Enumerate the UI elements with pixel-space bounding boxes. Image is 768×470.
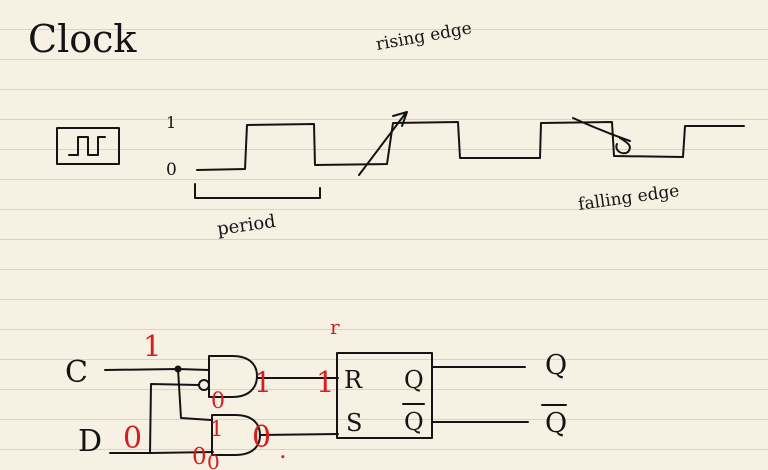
bottom-gate-output-wire (259, 433, 339, 436)
data-branch-wire (149, 451, 214, 454)
clock-junction-dot (174, 365, 182, 373)
latch-q-label: Q (404, 366, 424, 394)
rising-edge-arrow-line (358, 113, 406, 176)
clock-symbol (56, 127, 120, 165)
clock-input-wire (104, 368, 210, 371)
clock-input-label: C (65, 355, 88, 390)
reset-value-annotation: 1 (316, 365, 334, 399)
latch-labels: R S Q Q (344, 366, 424, 437)
red-dot-annotation: . (279, 436, 287, 464)
bottom-gate-data-annotation: 0 (192, 444, 207, 470)
data-input-wire (109, 383, 200, 454)
output-labels: Q Q (545, 350, 567, 439)
falling-edge-curl-icon (615, 137, 631, 155)
clock-levels: 1 0 (166, 113, 177, 180)
red-annotations: 1 0 0 1 1 r 0 1 0 0 . (123, 315, 340, 470)
top-gate-input-annotation: 0 (211, 389, 225, 414)
clock-labels: rising edge falling edge period (194, 18, 681, 240)
top-gate-output-annotation: 1 (254, 366, 272, 399)
set-label: S (346, 409, 362, 437)
bottom-gate-output-annotation: 0 (252, 420, 271, 455)
rising-edge-arrowhead-icon (392, 111, 408, 127)
data-value-annotation: 0 (123, 421, 142, 456)
output-q-label: Q (545, 350, 567, 381)
top-gate-inverter-bubble (198, 379, 210, 391)
clock-waveform (196, 111, 745, 176)
falling-edge-arrow-line (572, 117, 631, 142)
period-label: period (216, 211, 277, 240)
output-q-bar-label: Q (545, 408, 567, 439)
period-bracket (194, 183, 321, 199)
latch-q-bar-label: Q (404, 408, 424, 436)
clock-value-annotation: 1 (143, 329, 161, 363)
clock-waveform-line (196, 121, 745, 171)
reset-top-annotation: r (330, 315, 340, 339)
falling-edge-label: falling edge (577, 181, 681, 215)
rising-edge-label: rising edge (374, 18, 473, 55)
latch-inputs: C D (65, 355, 102, 459)
title-group: Clock (28, 17, 137, 61)
page-title: Clock (28, 17, 137, 61)
clock-branch-wire (177, 368, 212, 421)
data-input-label: D (78, 424, 102, 459)
clock-high-level: 1 (166, 113, 176, 132)
bottom-gate-output-annotation-under: 0 (207, 450, 220, 470)
reset-label: R (344, 366, 363, 394)
clock-symbol-box (56, 127, 120, 165)
clock-symbol-wave-icon (68, 136, 106, 156)
sr-latch-box (336, 352, 433, 439)
d-latch-circuit: C D R S Q Q (65, 350, 567, 459)
clock-low-level: 0 (166, 160, 177, 180)
bottom-gate-clock-annotation: 1 (210, 417, 223, 441)
top-and-gate (208, 355, 258, 398)
